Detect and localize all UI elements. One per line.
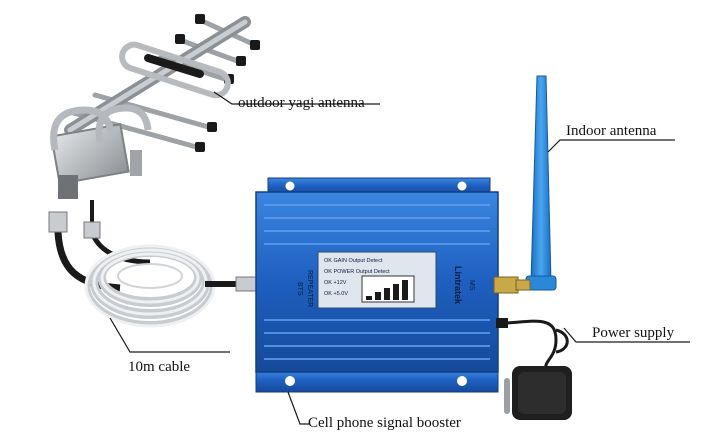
indoor-antenna-label: Indoor antenna <box>566 123 657 139</box>
outdoor-antenna-label: outdoor yagi antenna <box>238 95 365 111</box>
brand-label: Lintratek <box>453 266 463 305</box>
leader-lines <box>109 91 690 425</box>
bts-port-label: BTS <box>296 282 303 296</box>
status-line: OK POWER Output Detect <box>324 269 390 275</box>
model-label: REPEATER <box>306 270 313 307</box>
status-line: OK +12V <box>324 280 347 286</box>
power-jack <box>496 318 508 328</box>
ms-connector <box>493 276 519 294</box>
status-line: OK GAIN Output Detect <box>324 258 383 264</box>
coax-cable <box>48 200 257 328</box>
status-lines: OK GAIN Output Detect OK POWER Output Det… <box>324 258 390 297</box>
indoor-antenna <box>515 75 557 291</box>
ms-port-label: MS <box>468 280 475 291</box>
booster-label: Cell phone signal booster <box>308 415 461 431</box>
signal-bars <box>366 280 408 300</box>
power-supply <box>504 319 572 420</box>
signal-booster: BTS REPEATER Lintratek MS OK GAIN Output… <box>255 177 519 393</box>
yagi-antenna <box>50 14 260 199</box>
status-line: OK +5.0V <box>324 291 348 297</box>
power-supply-label: Power supply <box>592 325 675 341</box>
cable-label: 10m cable <box>128 359 191 375</box>
